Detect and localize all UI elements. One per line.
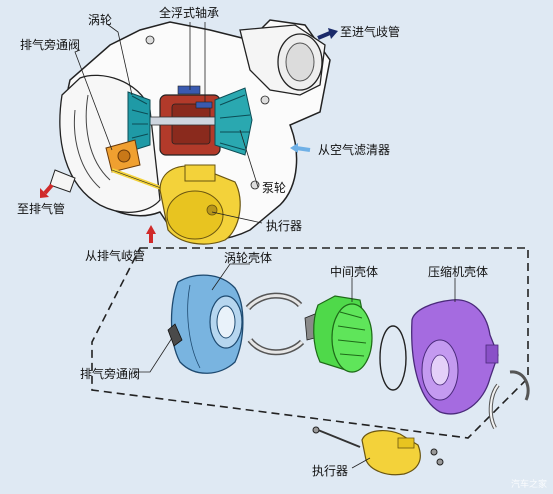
- label-to-intake-manifold: 至进气歧管: [340, 25, 401, 39]
- wastegate-arm: [105, 139, 141, 173]
- label-from-air-filter: 从空气滤清器: [318, 143, 391, 157]
- v-band-clamp: [245, 292, 305, 356]
- label-turbine: 涡轮: [88, 13, 113, 27]
- label-to-exhaust-pipe: 至排气管: [17, 202, 66, 216]
- exploded-center-housing: [304, 295, 373, 373]
- arrow-to-exhaust-pipe: [43, 183, 54, 195]
- turbine-wheel: [127, 91, 151, 153]
- watermark: 汽车之家: [510, 480, 547, 490]
- assembled-turbocharger: [49, 19, 331, 245]
- label-wastegate-upper: 排气旁通阀: [20, 38, 81, 52]
- label-center-housing: 中间壳体: [330, 265, 379, 279]
- label-actuator-lower: 执行器: [312, 464, 349, 478]
- label-from-exhaust-manifold: 从排气岐管: [85, 249, 146, 263]
- label-pump-wheel: 泵轮: [262, 181, 287, 195]
- arrow-from-air-filter: [295, 146, 311, 152]
- label-floating-bearing: 全浮式轴承: [159, 6, 220, 20]
- arrow-to-intake-manifold: [317, 31, 331, 40]
- leader-lines-lower: [135, 263, 456, 469]
- leader-lines-upper: [74, 22, 263, 224]
- pump-wheel: [214, 87, 253, 156]
- exploded-view-frame: [91, 247, 529, 439]
- exploded-compressor-housing: [411, 299, 499, 415]
- hose-bracket: [488, 370, 530, 429]
- label-compressor-housing: 压缩机壳体: [428, 265, 489, 279]
- label-actuator-upper: 执行器: [266, 219, 303, 233]
- flow-arrows: [40, 28, 338, 243]
- label-wastegate-lower: 排气旁通阀: [80, 367, 141, 381]
- label-turbine-housing: 涡轮壳体: [224, 251, 273, 265]
- actuator-lower: [312, 426, 444, 476]
- snap-ring: [379, 325, 407, 391]
- exploded-turbine-housing: [167, 274, 244, 374]
